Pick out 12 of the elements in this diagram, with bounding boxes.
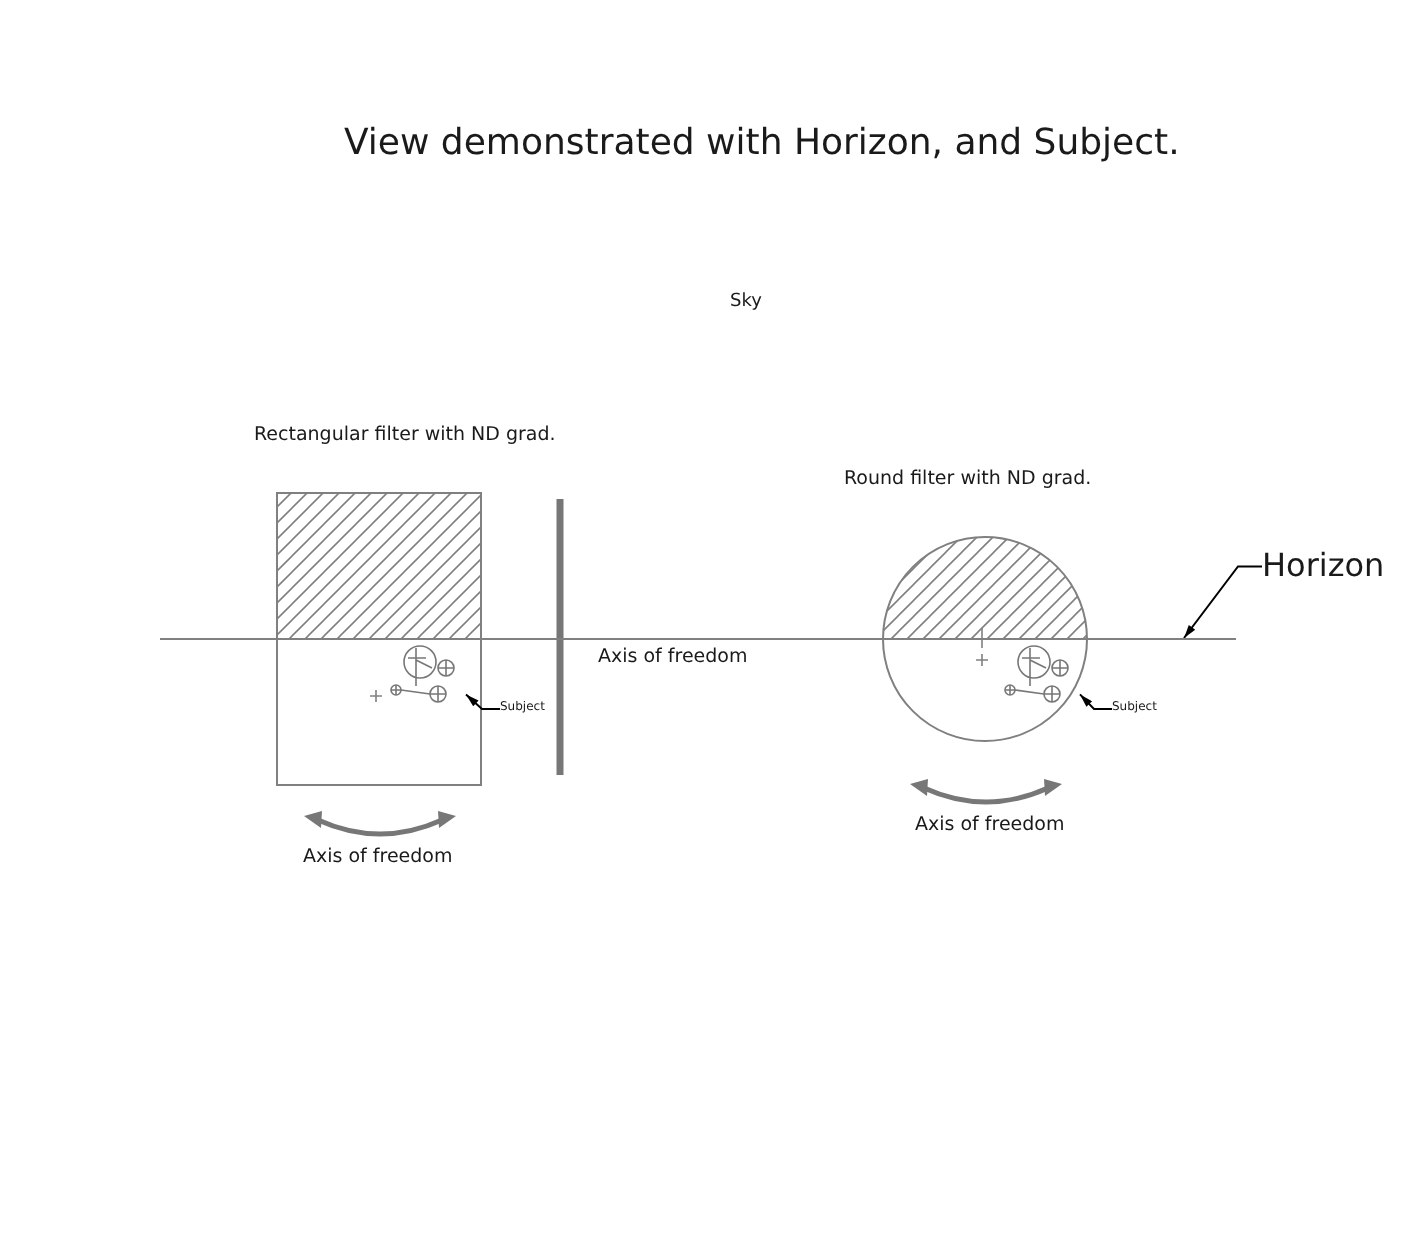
axis-label: Axis of freedom bbox=[303, 848, 453, 870]
leader-line bbox=[1079, 693, 1113, 710]
axis-label: Axis of freedom bbox=[598, 648, 748, 670]
axis-label: Axis of freedom bbox=[915, 816, 1065, 838]
horizon-line bbox=[160, 638, 1236, 640]
horizon-label: Horizon bbox=[1262, 548, 1385, 585]
leader-line bbox=[1183, 565, 1263, 639]
filter-caption: Rectangular filter with ND grad. bbox=[254, 426, 556, 448]
diagram-title: View demonstrated with Horizon, and Subject. bbox=[344, 124, 1180, 166]
leader-line bbox=[465, 693, 501, 710]
filter-caption: Round filter with ND grad. bbox=[844, 470, 1092, 492]
sky-label: Sky bbox=[730, 292, 762, 313]
